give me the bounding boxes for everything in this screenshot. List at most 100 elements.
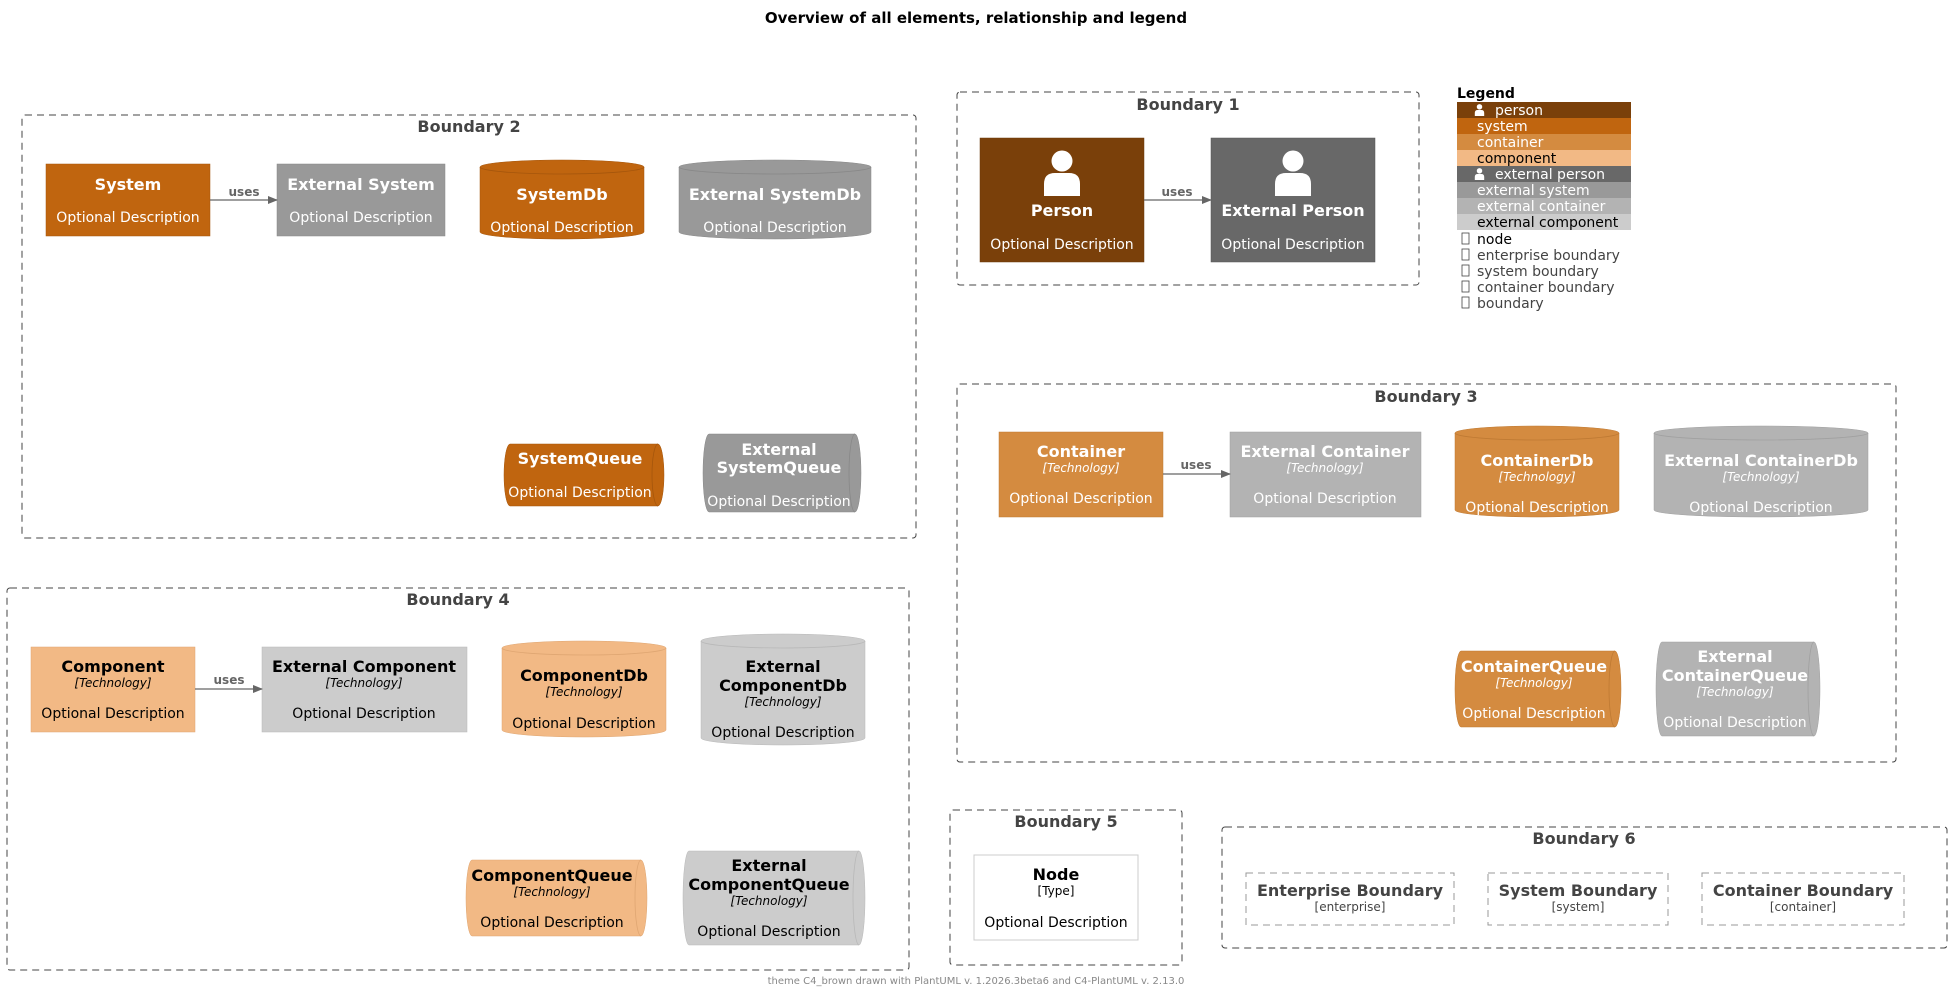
external-system-name: External System — [287, 175, 435, 194]
boundary-3-label: Boundary 3 — [1374, 387, 1477, 406]
component-db-name: ComponentDb — [520, 666, 648, 685]
legend-item-person: person — [1457, 102, 1631, 119]
boundary-2-frame — [21, 114, 917, 539]
system-db-description: Optional Description — [490, 220, 633, 236]
system-db-element[interactable]: SystemDb Optional Description — [479, 159, 645, 240]
legend-item-external-person: external person — [1457, 166, 1631, 183]
legend-item-label: external system — [1477, 183, 1590, 199]
person-name: Person — [1031, 201, 1093, 220]
external-component-db-name-line2: ComponentDb — [719, 676, 847, 695]
component-queue-element[interactable]: ComponentQueue [Technology] Optional Des… — [465, 859, 648, 937]
external-component-db-element[interactable]: External ComponentDb [Technology] Option… — [700, 633, 866, 746]
external-component-db-technology: [Technology] — [744, 695, 821, 709]
missing-glyph-icon — [1461, 296, 1470, 309]
component-queue-name: ComponentQueue — [471, 866, 632, 885]
external-system-queue-name-line1: External — [741, 440, 816, 459]
legend-item-label: component — [1477, 151, 1557, 167]
container-element[interactable]: Container [Technology] Optional Descript… — [998, 431, 1164, 518]
legend-title: Legend — [1457, 86, 1515, 102]
relation-system-uses-external-system[interactable]: uses — [210, 185, 278, 204]
container-boundary-element[interactable]: Container Boundary [container] — [1701, 872, 1905, 926]
component-queue-technology: [Technology] — [513, 885, 590, 899]
legend-item-enterprise-boundary: enterprise boundary — [1461, 248, 1620, 264]
legend-item-external-system: external system — [1457, 182, 1631, 199]
external-system-description: Optional Description — [289, 210, 432, 226]
boundary-4-label: Boundary 4 — [406, 590, 509, 609]
system-queue-name: SystemQueue — [518, 449, 643, 468]
boundary-6-frame — [1221, 826, 1948, 949]
person-description: Optional Description — [990, 237, 1133, 253]
system-name: System — [95, 175, 162, 194]
external-container-name: External Container — [1240, 442, 1409, 461]
legend-item-label: system — [1477, 119, 1528, 135]
container-technology: [Technology] — [1042, 461, 1119, 475]
external-container-db-name: External ContainerDb — [1664, 451, 1858, 470]
legend-item-label: enterprise boundary — [1477, 248, 1620, 264]
external-container-element[interactable]: External Container [Technology] Optional… — [1229, 431, 1422, 518]
component-description: Optional Description — [41, 706, 184, 722]
external-component-queue-description: Optional Description — [697, 924, 840, 940]
external-system-queue-name-line2: SystemQueue — [717, 458, 842, 477]
enterprise-boundary-element[interactable]: Enterprise Boundary [enterprise] — [1245, 872, 1455, 926]
external-person-element[interactable]: External Person Optional Description — [1210, 137, 1376, 263]
boundary-4-frame — [6, 587, 910, 971]
legend-item-system-boundary: system boundary — [1461, 264, 1599, 280]
component-db-element[interactable]: ComponentDb [Technology] Optional Descri… — [501, 640, 667, 738]
system-boundary-element[interactable]: System Boundary [system] — [1487, 872, 1669, 926]
relation-component-uses-external-component[interactable]: uses — [195, 673, 263, 693]
boundary-2-label: Boundary 2 — [417, 117, 520, 136]
legend-item-label: boundary — [1477, 296, 1544, 312]
boundary-4: Boundary 4 Component [Technology] Option… — [6, 587, 910, 971]
boundary-2: Boundary 2 System Optional Description E… — [21, 114, 917, 539]
boundary-5-label: Boundary 5 — [1014, 812, 1117, 831]
external-container-db-description: Optional Description — [1689, 500, 1832, 516]
external-container-queue-description: Optional Description — [1663, 715, 1806, 731]
legend-item-label: external person — [1495, 167, 1605, 183]
component-queue-description: Optional Description — [480, 915, 623, 931]
enterprise-boundary-type: [enterprise] — [1315, 900, 1386, 914]
external-container-db-element[interactable]: External ContainerDb [Technology] Option… — [1653, 425, 1869, 518]
container-queue-technology: [Technology] — [1495, 676, 1572, 690]
node-type: [Type] — [1038, 884, 1075, 898]
boundary-5: Boundary 5 Node [Type] Optional Descript… — [949, 809, 1183, 966]
component-db-description: Optional Description — [512, 716, 655, 732]
system-element[interactable]: System Optional Description — [45, 163, 211, 237]
component-element[interactable]: Component [Technology] Optional Descript… — [30, 646, 196, 733]
container-db-element[interactable]: ContainerDb [Technology] Optional Descri… — [1454, 425, 1620, 518]
external-container-queue-name-line2: ContainerQueue — [1662, 666, 1808, 685]
container-boundary-type: [container] — [1770, 900, 1836, 914]
component-db-technology: [Technology] — [545, 685, 622, 699]
external-system-db-name: External SystemDb — [689, 185, 861, 204]
node-element[interactable]: Node [Type] Optional Description — [973, 854, 1139, 941]
component-technology: [Technology] — [74, 676, 151, 690]
boundary-1-label: Boundary 1 — [1136, 95, 1239, 114]
boundary-1-frame — [956, 91, 1420, 286]
external-container-queue-element[interactable]: External ContainerQueue [Technology] Opt… — [1655, 641, 1821, 737]
external-system-db-element[interactable]: External SystemDb Optional Description — [678, 159, 872, 240]
boundary-6: Boundary 6 Enterprise Boundary [enterpri… — [1221, 826, 1948, 949]
system-boundary-name: System Boundary — [1499, 881, 1658, 900]
relation-person-uses-external-person[interactable]: uses — [1144, 185, 1212, 204]
container-queue-element[interactable]: ContainerQueue [Technology] Optional Des… — [1454, 650, 1622, 728]
legend-item-label: node — [1477, 232, 1512, 248]
external-component-queue-name-line2: ComponentQueue — [688, 875, 849, 894]
external-component-element[interactable]: External Component [Technology] Optional… — [261, 646, 468, 733]
relation-label: uses — [229, 185, 260, 199]
external-component-queue-technology: [Technology] — [730, 894, 807, 908]
legend-item-component: component — [1457, 150, 1631, 167]
external-system-queue-element[interactable]: External SystemQueue Optional Descriptio… — [702, 433, 862, 513]
boundary-6-label: Boundary 6 — [1532, 829, 1635, 848]
legend-item-label: container — [1477, 135, 1544, 151]
legend-item-container: container — [1457, 134, 1631, 151]
external-component-queue-element[interactable]: External ComponentQueue [Technology] Opt… — [682, 850, 866, 946]
external-component-description: Optional Description — [292, 706, 435, 722]
system-queue-element[interactable]: SystemQueue Optional Description — [503, 443, 665, 507]
external-system-element[interactable]: External System Optional Description — [276, 163, 446, 237]
relation-container-uses-external-container[interactable]: uses — [1163, 458, 1231, 478]
system-queue-description: Optional Description — [508, 485, 651, 501]
legend: Legend person system container component… — [1457, 86, 1631, 312]
container-name: Container — [1037, 442, 1125, 461]
person-element[interactable]: Person Optional Description — [979, 137, 1145, 263]
container-queue-description: Optional Description — [1462, 706, 1605, 722]
